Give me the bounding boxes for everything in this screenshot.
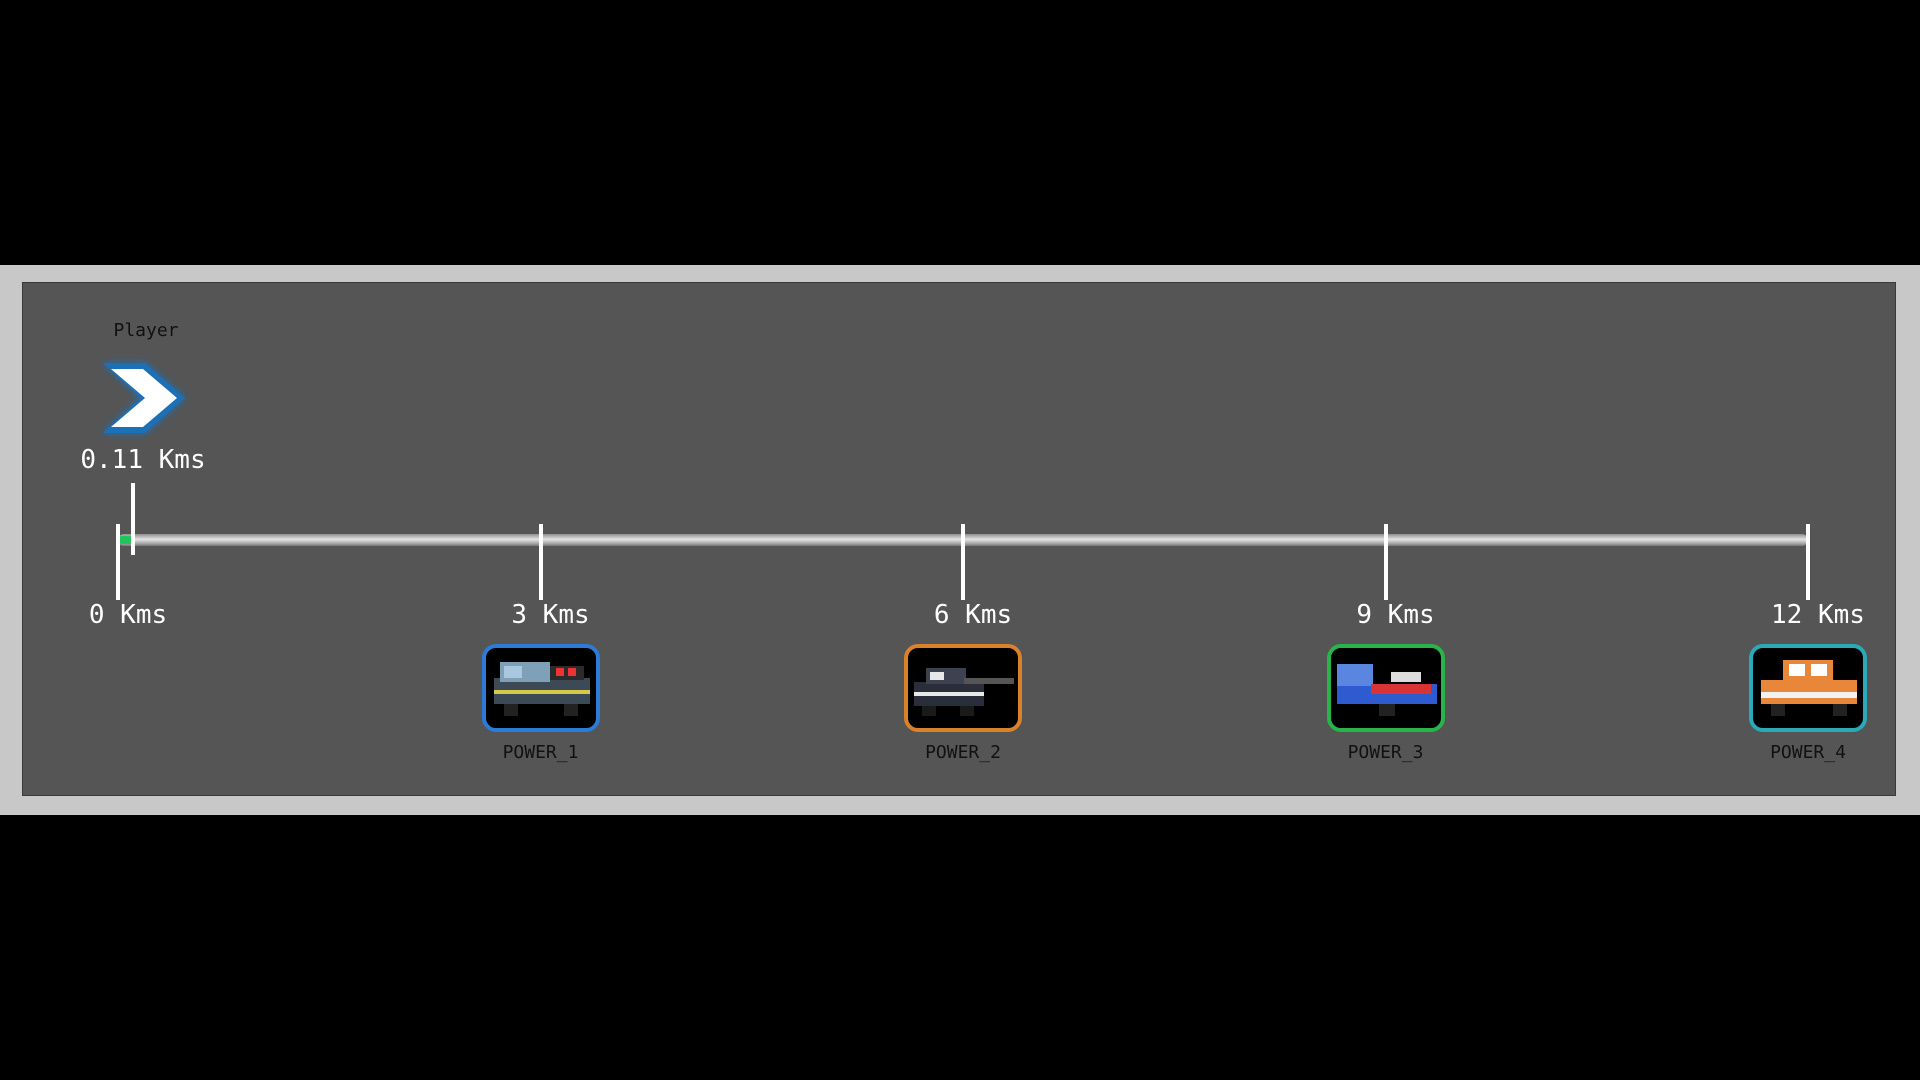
orange-truck-icon[interactable] — [1749, 644, 1867, 732]
milestone-tick — [538, 524, 543, 600]
progress-fill — [118, 536, 134, 544]
chevron-right-icon — [103, 363, 185, 433]
player-position-tick — [131, 483, 136, 555]
power-label: POWER_3 — [1347, 742, 1424, 763]
yellow-truck-icon[interactable] — [481, 644, 600, 732]
player-distance: 0.11 Kms — [80, 445, 206, 475]
power-label: POWER_4 — [1770, 742, 1846, 763]
power-label: POWER_1 — [502, 742, 579, 763]
milestone-label: 0 Kms — [88, 600, 168, 630]
armored-gun-truck-icon[interactable] — [904, 644, 1022, 732]
player-label: Player — [113, 320, 179, 341]
milestone-tick — [1383, 524, 1388, 600]
milestone-label: 9 Kms — [1356, 600, 1435, 630]
milestone-tick — [116, 524, 120, 600]
milestone-label: 3 Kms — [511, 600, 590, 630]
milestone-label: 12 Kms — [1771, 600, 1865, 630]
red-blue-truck-icon[interactable] — [1326, 644, 1445, 732]
milestone-label: 6 Kms — [933, 600, 1013, 630]
milestone-tick — [961, 524, 965, 600]
progress-panel-frame: Player 0.11 Kms 0 Kms 3 Kms 6 Kms 9 Kms 12 K… — [0, 265, 1920, 815]
power-label: POWER_2 — [925, 742, 1001, 763]
milestone-tick — [1806, 524, 1810, 600]
progress-panel: Player 0.11 Kms 0 Kms 3 Kms 6 Kms 9 Kms 12 K… — [22, 282, 1896, 796]
